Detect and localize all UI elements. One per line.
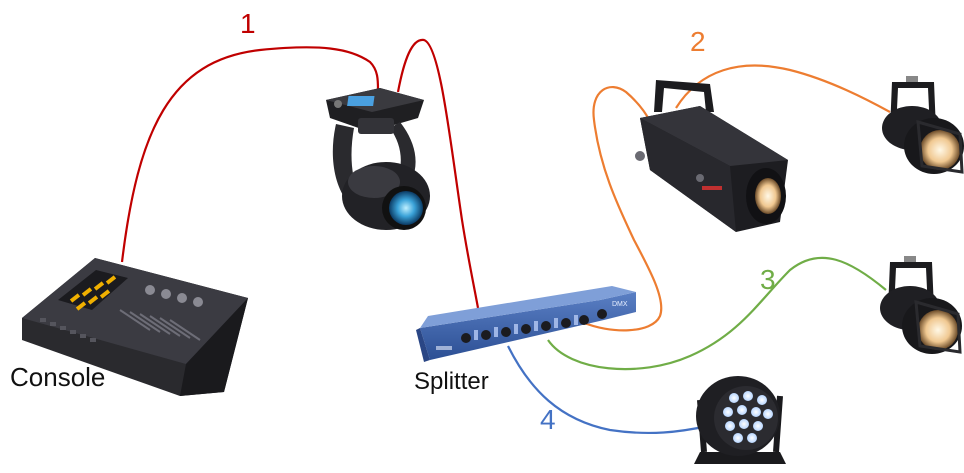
par-can-bottom-device bbox=[880, 256, 962, 354]
cable-3-number: 3 bbox=[760, 264, 776, 295]
cable-4-number: 4 bbox=[540, 404, 556, 435]
console-device bbox=[22, 258, 248, 396]
cable-2-number: 2 bbox=[690, 26, 706, 57]
ellipsoidal-spot-device bbox=[635, 80, 788, 232]
cable-3-splitter-to-par-bottom bbox=[547, 256, 887, 371]
cable-2-ellipsoidal-to-par-top bbox=[675, 64, 891, 113]
splitter-device: DMX bbox=[416, 286, 636, 362]
par-can-top-device bbox=[882, 76, 964, 174]
moving-head-device bbox=[326, 88, 430, 230]
led-par-device bbox=[694, 376, 786, 464]
cable-2-splitter-to-ellipsoidal bbox=[581, 86, 663, 332]
cable-1-number: 1 bbox=[240, 8, 256, 39]
cable-4-splitter-to-led-par bbox=[507, 345, 709, 435]
cable-1-console-to-moving-head bbox=[120, 46, 380, 263]
cable-1-moving-head-to-splitter bbox=[396, 38, 480, 309]
console-label: Console bbox=[10, 362, 106, 392]
splitter-label: Splitter bbox=[414, 368, 489, 395]
splitter-brand-text: DMX bbox=[612, 301, 628, 308]
